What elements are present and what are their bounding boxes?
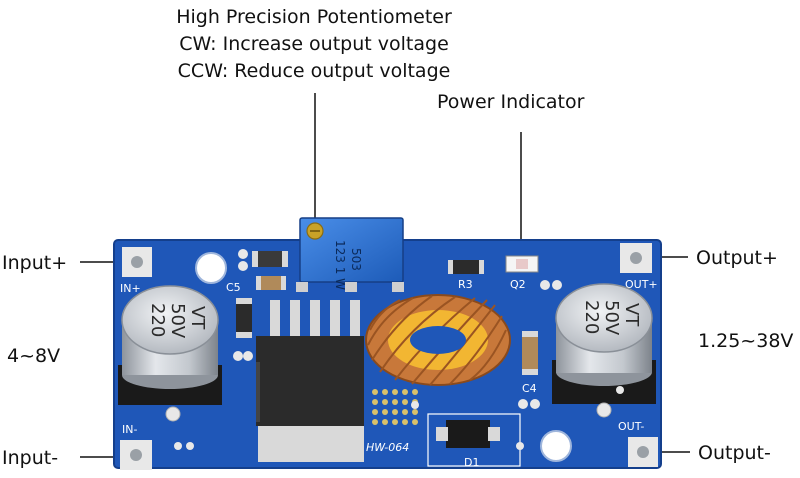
silk-q2: Q2: [510, 278, 526, 291]
terminal-pad-in-plus: [122, 247, 152, 277]
silk-in-plus: IN+: [120, 282, 141, 295]
terminal-pad-out-plus: [620, 243, 652, 273]
potentiometer-code-503: 503: [349, 248, 363, 271]
smd-part-left: [236, 302, 252, 334]
output-plus-label: Output+: [696, 247, 778, 269]
input-minus-label: Input-: [2, 447, 59, 469]
input-plus-label: Input+: [2, 252, 68, 274]
output-voltage-range: 1.25~38V: [698, 330, 794, 352]
input-capacitor-value: 220: [147, 303, 168, 337]
silk-out-minus: OUT-: [618, 420, 644, 433]
silk-c5: C5: [226, 281, 241, 294]
terminal-pad-out-minus: [628, 437, 658, 467]
output-capacitor-series: VT: [621, 303, 642, 327]
potentiometer[interactable]: 503 123 1 W: [296, 217, 404, 292]
output-capacitor-voltage: 50V: [601, 300, 622, 336]
input-capacitor: 220 50V VT: [118, 285, 222, 405]
smd-part-c5-lower: [256, 276, 286, 290]
mounting-hole-top-left: [195, 252, 227, 284]
output-capacitor-value: 220: [581, 300, 602, 334]
silk-in-minus: IN-: [122, 423, 137, 436]
terminal-pad-in-minus: [120, 440, 152, 470]
silk-d1: D1: [464, 456, 479, 469]
mounting-hole-bottom-right: [540, 430, 572, 462]
potentiometer-ccw-note: CCW: Reduce output voltage: [177, 60, 451, 82]
output-minus-label: Output-: [698, 442, 771, 464]
smd-capacitor-c5: [252, 251, 288, 267]
power-indicator-label: Power Indicator: [437, 91, 585, 113]
input-voltage-range: 4~8V: [7, 345, 61, 367]
power-indicator-led: [505, 255, 539, 273]
silk-c4: C4: [522, 382, 537, 395]
toroid-inductor: [365, 294, 511, 386]
resistor-r3: [448, 260, 484, 274]
input-capacitor-voltage: 50V: [167, 303, 188, 339]
regulator-ic: [256, 300, 364, 462]
potentiometer-code-123: 123 1 W: [333, 240, 347, 290]
potentiometer-cw-note: CW: Increase output voltage: [179, 33, 449, 55]
input-capacitor-series: VT: [187, 306, 208, 330]
potentiometer-annotation: High Precision Potentiometer CW: Increas…: [0, 4, 628, 85]
silk-out-plus: OUT+: [625, 278, 658, 291]
output-capacitor: 220 50V VT: [552, 283, 656, 404]
via-grid: [372, 389, 418, 425]
smd-capacitor-c4: [522, 331, 538, 375]
diode-d1: [427, 413, 521, 467]
silk-model: HW-064: [366, 441, 409, 454]
potentiometer-title: High Precision Potentiometer: [176, 6, 452, 28]
silk-r3: R3: [458, 278, 473, 291]
